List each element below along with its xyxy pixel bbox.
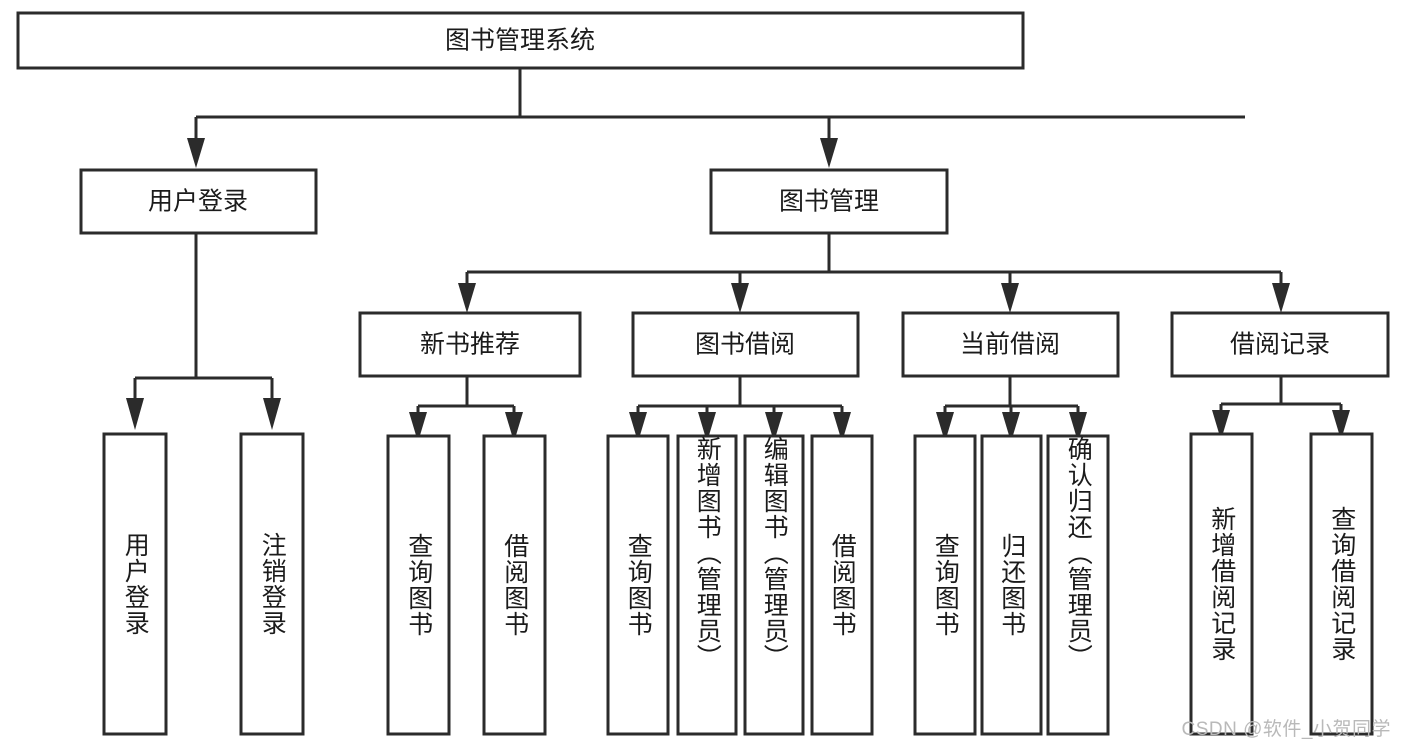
connector-book-borrow-to-leaves [629,376,851,442]
leaf-add-book-admin[interactable]: 新增图书（管理员） [678,436,736,734]
leaf-add-borrow-record-label: 新增借阅记录 [1207,506,1236,662]
node-book-borrow[interactable] [631,311,860,378]
leaf-query-book-borrow[interactable]: 查询图书 [608,436,668,734]
leaf-edit-book-admin-label: 编辑图书（管理员） [760,436,789,670]
leaf-query-borrow-record[interactable]: 查询借阅记录 [1311,434,1372,734]
leaf-logout-login-label: 注销登录 [258,532,287,636]
leaf-box-query-book-current[interactable] [913,434,977,736]
leaf-query-book-recommend[interactable]: 查询图书 [388,436,449,734]
leaf-box-user-login[interactable] [102,432,168,736]
leaf-query-book-recommend-label: 查询图书 [404,533,433,637]
node-new-book-recommend[interactable] [358,311,582,378]
connector-borrow-records-to-leaves [1212,376,1350,440]
leaf-box-borrow-book[interactable] [810,434,874,736]
node-book-management-label: 图书管理 [779,188,879,216]
leaf-user-login-label: 用户登录 [121,532,150,636]
leaf-box-return-book[interactable] [980,434,1043,736]
node-book-management[interactable] [709,168,949,235]
leaf-logout-login[interactable]: 注销登录 [241,434,303,734]
leaf-query-borrow-record-label: 查询借阅记录 [1327,506,1356,662]
leaf-borrow-book-recommend[interactable]: 借阅图书 [484,436,545,734]
leaf-box-query-book-borrow[interactable] [606,434,670,736]
connector-new-book-to-leaves [409,376,523,442]
leaf-box-query-borrow-record[interactable] [1309,432,1374,736]
node-user-login-label: 用户登录 [148,188,248,216]
leaf-add-book-admin-label: 新增图书（管理员） [693,436,722,670]
leaf-box-logout-login[interactable] [239,432,305,736]
leaf-box-add-borrow-record[interactable] [1189,432,1254,736]
connector-book-management-to-level2 [458,233,1290,313]
node-user-login[interactable] [79,168,318,235]
leaf-borrow-book-recommend-label: 借阅图书 [500,533,529,637]
leaf-confirm-return-admin-label: 确认归还（管理员） [1064,436,1093,670]
node-current-borrow[interactable] [901,311,1120,378]
connector-user-login-to-leaves [126,233,281,430]
leaf-edit-book-admin[interactable]: 编辑图书（管理员） [745,436,803,734]
leaf-box-borrow-book-recommend[interactable] [482,434,547,736]
leaf-box-add-book-admin[interactable] [676,434,738,736]
leaf-query-book-current[interactable]: 查询图书 [915,436,975,734]
node-new-book-recommend-label: 新书推荐 [420,331,520,359]
node-borrow-records[interactable] [1170,311,1390,378]
leaf-box-query-book-recommend[interactable] [386,434,451,736]
connector-root-to-level1 [187,68,1245,168]
leaf-add-borrow-record[interactable]: 新增借阅记录 [1191,434,1252,734]
leaf-borrow-book[interactable]: 借阅图书 [812,436,872,734]
leaf-box-edit-book-admin[interactable] [743,434,805,736]
leaf-return-book-label: 归还图书 [997,533,1026,637]
leaf-borrow-book-label: 借阅图书 [828,533,857,637]
leaf-query-book-current-label: 查询图书 [931,533,960,637]
leaf-confirm-return-admin[interactable]: 确认归还（管理员） [1048,436,1108,734]
node-current-borrow-label: 当前借阅 [960,331,1060,359]
connector-current-borrow-to-leaves [936,376,1087,442]
node-book-borrow-label: 图书借阅 [695,331,795,359]
leaf-box-confirm-return-admin[interactable] [1046,434,1110,736]
node-root-book-management-system[interactable] [16,11,1025,70]
leaf-return-book[interactable]: 归还图书 [982,436,1041,734]
node-root-label: 图书管理系统 [445,27,595,55]
node-borrow-records-label: 借阅记录 [1230,331,1330,359]
leaf-query-book-borrow-label: 查询图书 [624,533,653,637]
leaf-user-login[interactable]: 用户登录 [104,434,166,734]
